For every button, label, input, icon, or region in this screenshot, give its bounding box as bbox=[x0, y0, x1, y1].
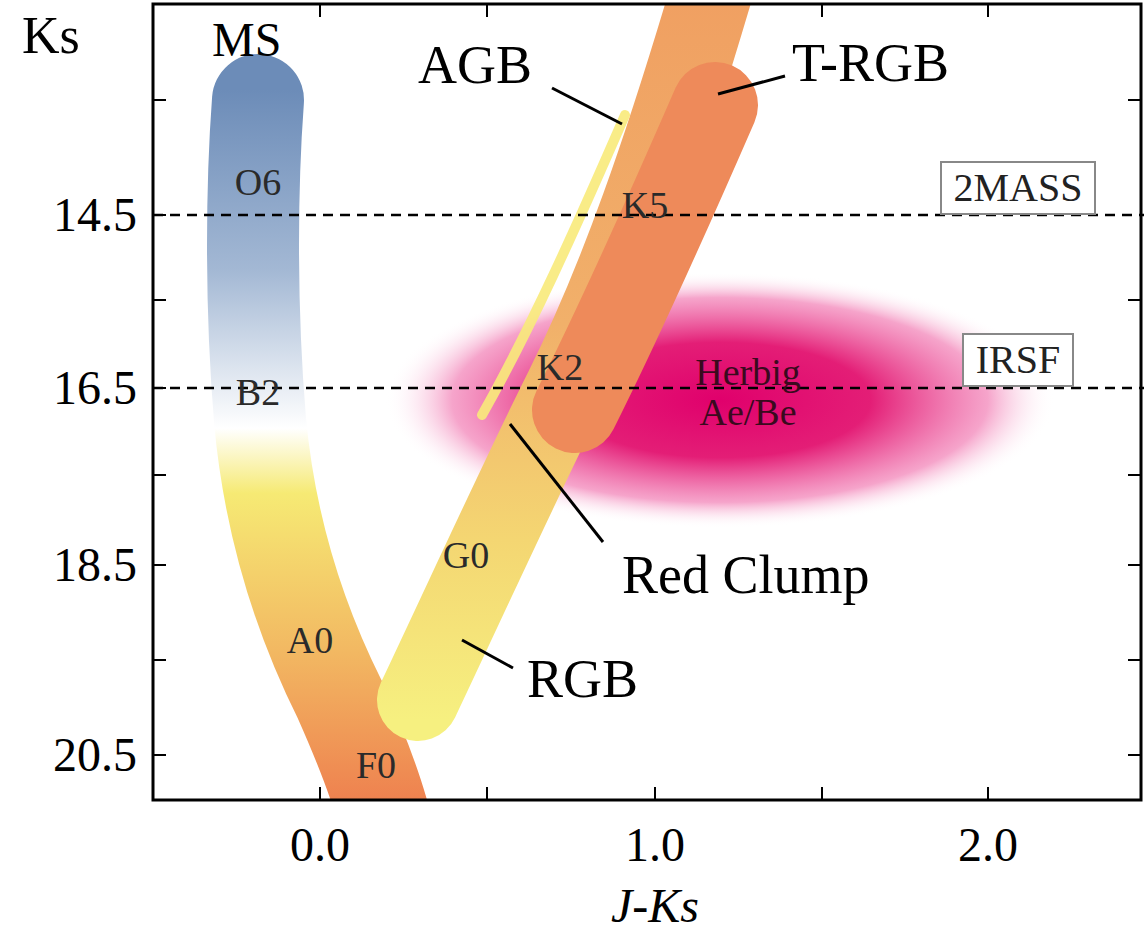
tick-label: 16.5 bbox=[53, 364, 137, 412]
node-text: Herbig Ae/Be bbox=[673, 353, 823, 433]
spectral-type: K2 bbox=[537, 348, 583, 386]
herbig-region-label: Herbig Ae/Be bbox=[385, 272, 1055, 528]
branch-name: AGB bbox=[418, 38, 532, 92]
tick-label: 18.5 bbox=[53, 541, 137, 589]
axis-title: Ks bbox=[22, 10, 80, 62]
tick-label: 2.0 bbox=[958, 821, 1018, 869]
plot-frame bbox=[153, 4, 1141, 800]
tick-label: 14.5 bbox=[53, 191, 137, 239]
tick-label: 0.0 bbox=[290, 821, 350, 869]
spectral-type: G0 bbox=[443, 536, 489, 574]
branch-name: Red Clump bbox=[622, 548, 870, 602]
tick-label: 20.5 bbox=[53, 731, 137, 779]
tick-label: 1.0 bbox=[625, 821, 685, 869]
spectral-type: K5 bbox=[622, 186, 668, 224]
limit-line bbox=[153, 387, 1144, 390]
main-sequence-band bbox=[253, 100, 382, 800]
axis-ticks bbox=[153, 4, 1141, 800]
spectral-type: O6 bbox=[235, 163, 281, 201]
survey-limit-box: IRSF bbox=[962, 333, 1075, 387]
node-text: 2MASS bbox=[954, 167, 1083, 209]
node-text: IRSF bbox=[976, 339, 1061, 381]
spectral-type: F0 bbox=[356, 746, 396, 784]
survey-limit-box: 2MASS bbox=[940, 161, 1097, 215]
branch-name: RGB bbox=[527, 652, 638, 706]
trgb-band bbox=[575, 105, 715, 410]
branch-name: MS bbox=[212, 16, 281, 64]
axis-title: J-Ks bbox=[611, 882, 699, 930]
branch-name: T-RGB bbox=[792, 36, 949, 90]
spectral-type: A0 bbox=[287, 621, 333, 659]
spectral-type: B2 bbox=[236, 373, 280, 411]
